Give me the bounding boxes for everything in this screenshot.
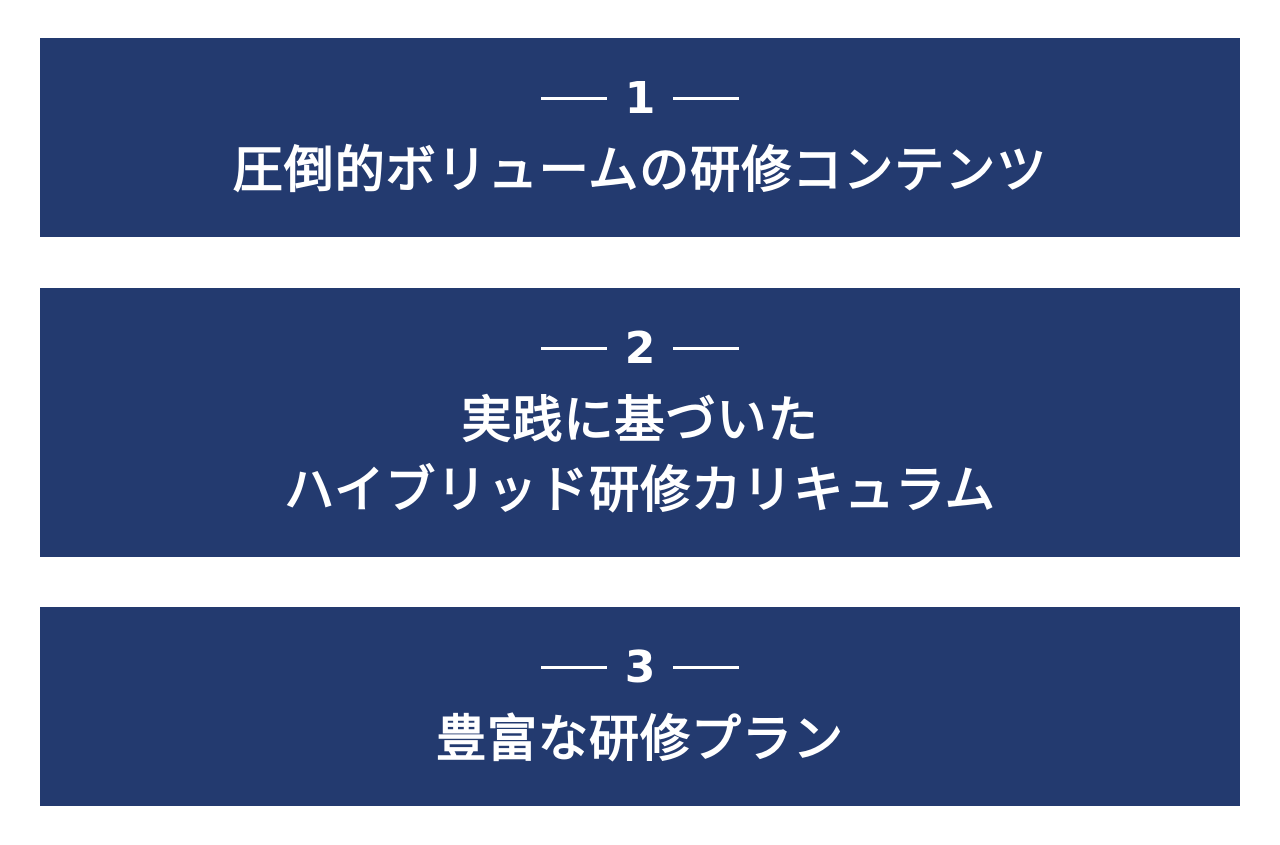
card-title-line: 豊富な研修プラン bbox=[436, 709, 844, 768]
feature-card-3: 3 豊富な研修プラン bbox=[40, 607, 1240, 806]
card-title: 実践に基づいた ハイブリッド研修カリキュラム bbox=[284, 385, 996, 525]
divider-left bbox=[540, 347, 607, 350]
card-number: 1 bbox=[624, 72, 656, 124]
card-number-row: 2 bbox=[540, 321, 740, 377]
card-number: 2 bbox=[624, 322, 656, 374]
divider-left bbox=[540, 666, 607, 669]
divider-left bbox=[540, 97, 607, 100]
feature-card-2: 2 実践に基づいた ハイブリッド研修カリキュラム bbox=[40, 288, 1240, 557]
divider-right bbox=[673, 666, 740, 669]
card-number-row: 3 bbox=[540, 640, 740, 696]
card-number: 3 bbox=[624, 641, 656, 693]
card-title: 圧倒的ボリュームの研修コンテンツ bbox=[233, 135, 1048, 205]
divider-right bbox=[673, 97, 740, 100]
divider-right bbox=[673, 347, 740, 350]
card-title: 豊富な研修プラン bbox=[436, 704, 844, 774]
card-title-line: 圧倒的ボリュームの研修コンテンツ bbox=[232, 140, 1048, 199]
card-number-row: 1 bbox=[540, 71, 740, 127]
feature-card-1: 1 圧倒的ボリュームの研修コンテンツ bbox=[40, 38, 1240, 237]
card-title-line: 実践に基づいた bbox=[461, 390, 819, 449]
card-title-line: ハイブリッド研修カリキュラム bbox=[284, 460, 996, 519]
